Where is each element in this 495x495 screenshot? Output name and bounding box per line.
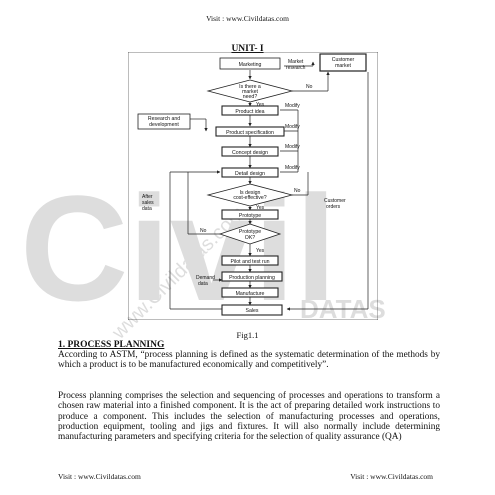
- node-production-planning: [221, 271, 283, 282]
- label-market-need-2: market: [242, 89, 258, 95]
- edge-after-sales-2: sales: [142, 200, 154, 206]
- section-paragraph-2: Process planning comprises the selection…: [58, 391, 440, 443]
- edge-modify-4: Modify: [285, 165, 300, 171]
- edge-after-sales-1: After: [142, 194, 153, 200]
- edge-market-research-2: research: [286, 65, 306, 71]
- label-prototype: Prototype: [239, 213, 261, 219]
- label-customer-market-1: Customer: [332, 57, 355, 63]
- node-detail-design: [221, 167, 279, 178]
- node-marketing: [219, 57, 281, 70]
- label-research-1: Research and: [148, 116, 180, 122]
- node-prototype-ok: [218, 223, 282, 245]
- label-cost-effective-1: Is design: [240, 190, 261, 196]
- node-market-need: [206, 79, 294, 103]
- edge-modify-3: Modify: [285, 144, 300, 150]
- node-research: [137, 113, 191, 130]
- page-header: Visit : www.Civildatas.com: [206, 14, 289, 23]
- label-prototype-ok-2: OK?: [245, 235, 255, 241]
- label-market-need-1: Is there a: [239, 84, 261, 90]
- edge-market-research-1: Market: [288, 59, 304, 65]
- edge-modify-1: Modify: [285, 103, 300, 109]
- label-research-2: development: [149, 122, 179, 128]
- label-product-idea: Product idea: [235, 109, 264, 115]
- section-title: 1. PROCESS PLANNING: [58, 340, 165, 350]
- node-product-spec: [215, 126, 285, 137]
- label-detail-design: Detail design: [235, 171, 265, 177]
- node-prototype: [221, 209, 279, 220]
- edge-modify-2: Modify: [285, 124, 300, 130]
- edge-yes-cost: Yes: [256, 205, 265, 211]
- label-pilot-test: Pilot and test run: [231, 259, 270, 265]
- figure-caption: Fig1.1: [236, 330, 259, 340]
- product-cycle-flowchart: Marketing Customer market Is there a mar…: [128, 52, 378, 320]
- node-cost-effective: [206, 183, 294, 207]
- label-concept-design: Concept design: [232, 150, 268, 156]
- label-marketing: Marketing: [239, 62, 262, 68]
- edge-customer-orders-1: Customer: [324, 198, 346, 204]
- label-sales: Sales: [246, 308, 259, 314]
- label-prototype-ok-1: Prototype: [239, 229, 261, 235]
- edge-yes-proto: Yes: [256, 248, 265, 254]
- node-pilot-test: [221, 255, 279, 266]
- footer-left: Visit : www.Civildatas.com: [58, 472, 141, 481]
- label-customer-market-2: market: [335, 63, 351, 69]
- edge-after-sales-3: data: [142, 206, 152, 212]
- node-concept-design: [221, 146, 279, 157]
- node-manufacture: [221, 287, 279, 298]
- section-paragraph-1: According to ASTM, “process planning is …: [58, 350, 440, 371]
- node-sales: [221, 304, 283, 316]
- edge-customer-orders-2: orders: [326, 204, 341, 210]
- edge-no-market: No: [306, 84, 313, 90]
- edge-demand-data-2: data: [198, 281, 208, 287]
- label-production-planning: Production planning: [229, 275, 275, 281]
- node-product-idea: [221, 105, 279, 116]
- edge-yes-market: Yes: [256, 102, 265, 108]
- label-product-spec: Product specification: [226, 130, 274, 136]
- node-customer-market: [319, 53, 367, 72]
- footer-right: Visit : www.Civildatas.com: [350, 472, 433, 481]
- edge-no-proto: No: [200, 228, 207, 234]
- edge-no-cost: No: [294, 188, 301, 194]
- label-manufacture: Manufacture: [236, 291, 265, 297]
- label-market-need-3: need?: [243, 94, 258, 100]
- unit-title: UNIT- I: [231, 44, 264, 54]
- label-cost-effective-2: cost-effective?: [233, 195, 266, 201]
- edge-demand-data-1: Demand: [196, 275, 215, 281]
